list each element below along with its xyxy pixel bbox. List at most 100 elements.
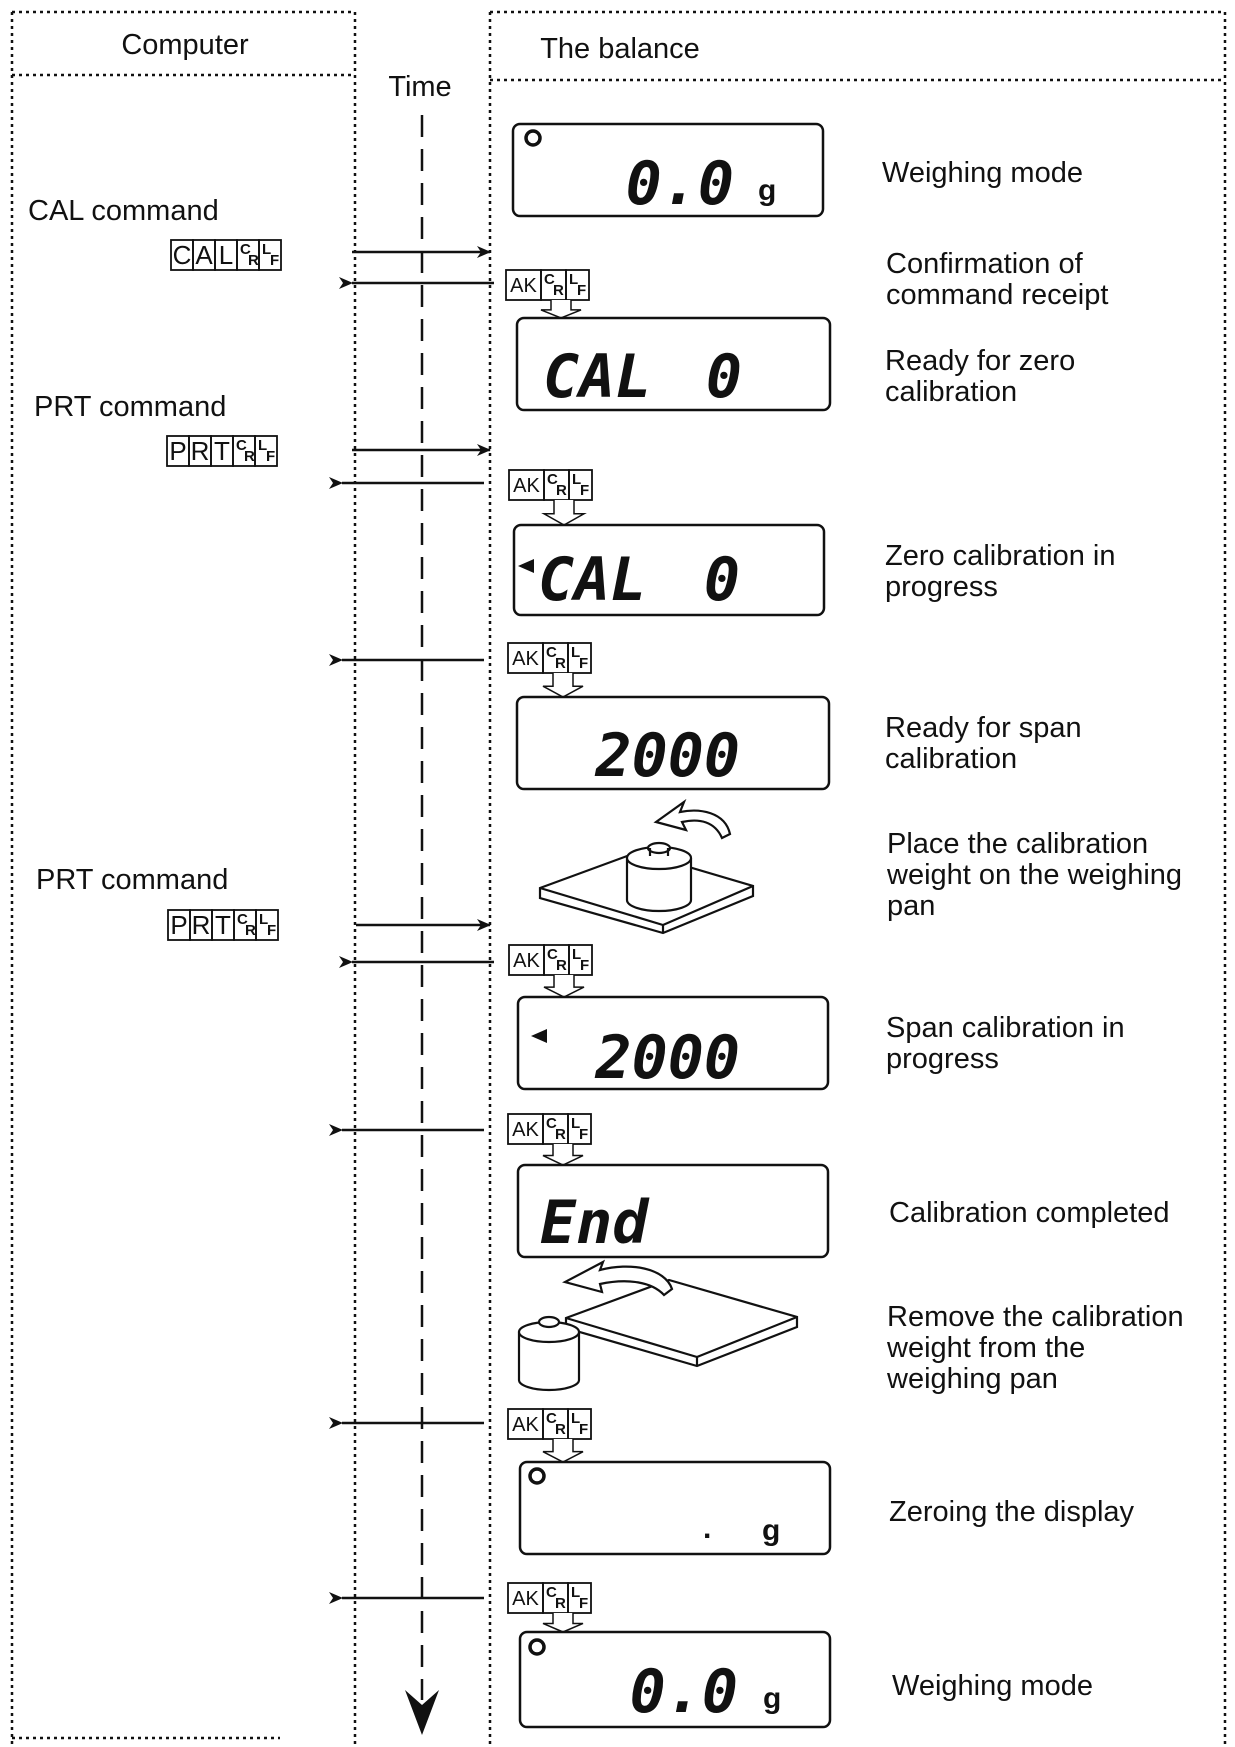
ack-lf-f: F: [579, 1595, 588, 1612]
ack-lf-l: L: [571, 1410, 580, 1427]
step-description-line: Zeroing the display: [889, 1496, 1135, 1528]
progress-indicator-icon: [518, 559, 534, 573]
cr-r: R: [245, 922, 256, 939]
lf-box: [254, 435, 278, 467]
step-description: Weighing mode: [892, 1670, 1093, 1702]
ack-ak: AK: [513, 475, 540, 497]
display-zeroing: . g: [518, 1460, 832, 1556]
ack-cr-c: C: [547, 471, 558, 488]
send-arrows: [352, 246, 491, 931]
lf-l: L: [258, 437, 267, 454]
ack-cr-r: R: [556, 957, 567, 974]
ack-lf-l: L: [572, 471, 581, 488]
rotate-arrow-icon: [653, 798, 732, 840]
step-description-line: Span calibration in: [886, 1012, 1125, 1044]
down-arrow-icon: [542, 1144, 584, 1166]
ack-lf-f: F: [577, 282, 586, 299]
display-span-ready: 2000: [515, 695, 831, 791]
display-span-progress: 2000: [516, 995, 830, 1093]
down-arrow-icon: [543, 975, 585, 998]
display-cal-text: CAL: [543, 342, 651, 412]
step-description-line: Remove the calibration: [887, 1301, 1184, 1333]
ack-cr-r: R: [555, 1421, 566, 1438]
step-description-line: Ready for span: [885, 712, 1082, 744]
lf-l: L: [262, 241, 271, 258]
down-arrow-icon: [540, 300, 582, 319]
display-value: 0.0: [630, 1657, 738, 1727]
ack-lf-l: L: [571, 644, 580, 661]
command-char: L: [219, 240, 233, 270]
cr-r: R: [244, 448, 255, 465]
ack-lf-l: L: [572, 946, 581, 963]
stable-indicator-icon: [524, 129, 542, 147]
display-unit: g: [762, 1514, 780, 1547]
step-description-line: calibration: [885, 743, 1017, 775]
down-arrow-icon: [542, 1439, 584, 1463]
command-label: PRT command: [36, 864, 228, 896]
step-description-line: calibration: [885, 376, 1017, 408]
command-char: R: [192, 910, 211, 940]
lf-box: [255, 909, 279, 941]
command-char: A: [195, 240, 213, 270]
step-description: Zeroing the display: [889, 1496, 1135, 1528]
command-char: T: [214, 436, 230, 466]
display-weighing-2: 0.0 g: [518, 1630, 832, 1729]
display-cal-zero-progress: CAL 0: [512, 523, 826, 617]
display-value: 0.0: [626, 149, 734, 219]
ack-cr-c: C: [546, 644, 557, 661]
display-cal-digit: 0: [706, 342, 742, 412]
ack-cr-c: C: [546, 1584, 557, 1601]
balance-header: The balance: [540, 33, 700, 65]
step-description-line: command receipt: [886, 279, 1108, 311]
lf-f: F: [266, 448, 275, 465]
step-description-line: weight from the: [886, 1332, 1085, 1364]
ack-cr-r: R: [556, 482, 567, 499]
down-arrow-icon: [541, 500, 587, 526]
step-description-line: Ready for zero: [885, 345, 1075, 377]
ack-lf-l: L: [571, 1115, 580, 1132]
time-label: Time: [388, 71, 451, 103]
progress-indicator-icon: [531, 1029, 547, 1043]
step-description-line: Calibration completed: [889, 1197, 1169, 1229]
command-char: P: [169, 436, 186, 466]
ack-lf-f: F: [579, 1126, 588, 1143]
display-cal-text: CAL: [538, 545, 646, 615]
step-description-line: Place the calibration: [887, 828, 1148, 860]
command-char: P: [170, 910, 187, 940]
time-axis: [405, 115, 439, 1735]
display-cal-zero-ready: CAL 0: [515, 316, 832, 412]
display-end-text: End: [540, 1188, 650, 1258]
command-label: CAL command: [28, 195, 219, 227]
remove-weight-illustration: [517, 1259, 799, 1392]
ack-arrows: [329, 277, 494, 1604]
step-description-line: weight on the weighing: [886, 859, 1182, 891]
stable-indicator-icon: [528, 1638, 546, 1656]
cr-c: C: [240, 241, 251, 258]
ack-ak: AK: [513, 950, 540, 972]
step-description-line: progress: [886, 1043, 999, 1075]
display-unit: g: [758, 174, 776, 207]
lf-f: F: [267, 922, 276, 939]
ack-lf-f: F: [579, 1421, 588, 1438]
step-description-line: pan: [887, 890, 935, 922]
stable-indicator-icon: [528, 1467, 546, 1485]
ack-cr-c: C: [546, 1410, 557, 1427]
step-description: Calibration completed: [889, 1197, 1169, 1229]
ack-lf-l: L: [571, 1584, 580, 1601]
display-span-value: 2000: [595, 721, 741, 791]
cr-c: C: [237, 911, 248, 928]
